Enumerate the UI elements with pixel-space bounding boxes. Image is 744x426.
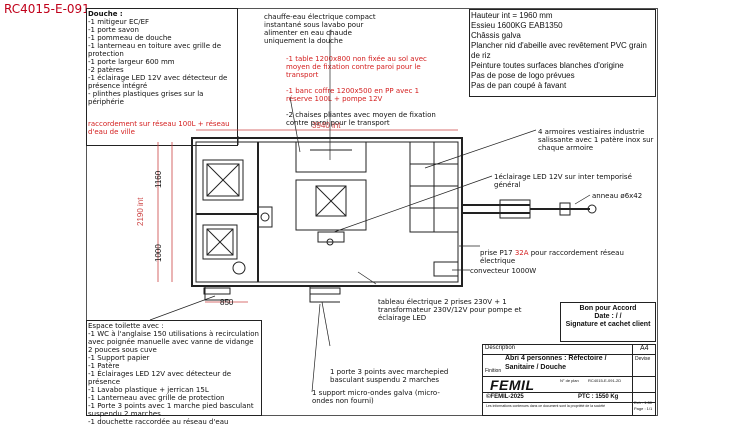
ref-plan-label: N° de plan	[560, 378, 579, 383]
lavabo	[257, 206, 273, 228]
bon-pour-accord-box	[560, 302, 656, 342]
eclairage-note: 1éclairage LED 12V sur inter temporisé g…	[494, 173, 632, 189]
echelle-label: Ech : 1:50	[634, 400, 653, 405]
plan-title: Abri 4 personnes : Réfectoire / Sanitair…	[505, 355, 607, 371]
spec-line: Essieu 1600KG EAB1350	[471, 21, 563, 30]
dimension-1000: 1000	[154, 244, 163, 262]
copyright-label: ©FEMIL-2025	[486, 394, 524, 400]
shower-tray	[202, 159, 244, 201]
prise-text-end: pour raccordement réseau électrique	[480, 249, 624, 265]
toilette-equipment-list: -1 WC à l'anglaise 150 utilisations à re…	[88, 330, 259, 426]
douche-equipment-list: -1 mitigeur EC/EF -1 porte savon -1 pomm…	[88, 18, 228, 106]
femil-logo: FEMIL	[490, 377, 535, 393]
banc-coffre-line: -1 banc coffre 1200x500 en PP avec 1 rés…	[286, 87, 420, 103]
confidentiality-footer: Les informations contenues dans ce docum…	[486, 404, 606, 408]
support-micro-ondes-note: 1 support micro-ondes galva (micro-ondes…	[312, 389, 440, 405]
dimension-1160: 1160	[154, 170, 163, 188]
specifications-box	[469, 9, 656, 97]
format-label: A4	[640, 345, 649, 352]
douche-raccordement-note: raccordement sur réseau 100L + réseau d'…	[88, 120, 230, 136]
description-label: Description	[485, 345, 516, 351]
date-label: Date : / /	[594, 313, 622, 320]
table-line: -1 table 1200x800 non fixée au sol avec …	[286, 55, 427, 79]
douche-title: Douche :	[88, 10, 123, 18]
drawing-sheet-frame	[86, 8, 658, 416]
inner-wall	[195, 141, 459, 283]
spec-line: Hauteur int = 1960 mm	[471, 11, 553, 20]
chaises-line: -2 chaises pliantes avec moyen de fixati…	[286, 111, 436, 127]
douche-notes-box	[86, 8, 238, 146]
refectory-table	[295, 179, 367, 231]
spec-line: Plancher nid d'abeille avec revêtement P…	[471, 41, 647, 60]
table-note: -1 table 1200x800 non fixée au sol avec …	[286, 47, 436, 127]
convecteur	[433, 261, 459, 277]
table-top	[295, 141, 367, 173]
page-label: Page : 1/1	[634, 406, 653, 411]
jerrican	[232, 261, 246, 275]
tableau-electrique-note: tableau électrique 2 prises 230V + 1 tra…	[378, 298, 522, 322]
anneau-note: anneau ø6x42	[592, 192, 643, 200]
toilette-notes-box	[86, 320, 262, 416]
title-block-lines	[482, 344, 656, 416]
banc-coffre	[317, 231, 345, 243]
ptc-label: PTC : 1550 Kg	[578, 394, 619, 400]
prise-amperage: 32A	[514, 249, 529, 257]
spec-line: Châssis galva	[471, 31, 521, 40]
dimension-850: 850	[220, 298, 234, 307]
convecteur-note: convecteur 1000W	[470, 267, 537, 275]
signature-label: Signature et cachet client	[565, 321, 651, 328]
plan-reference-code: RC4015-E-091	[4, 2, 90, 16]
chauffe-eau-note: chauffe-eau électrique compact instantan…	[264, 13, 376, 45]
spec-line: Pas de pan coupé à favant	[471, 81, 567, 90]
central-chair	[315, 185, 347, 217]
bon-pour-accord-label: Bon pour Accord	[579, 305, 637, 312]
title-block	[482, 344, 656, 416]
porte-marchepied-note: 1 porte 3 points avec marchepied bascula…	[330, 368, 449, 384]
toilette-title: Espace toilette avec :	[88, 322, 164, 330]
ref-plan-value: RC4015-E-091-2D	[588, 378, 622, 383]
anneau-attelage	[587, 204, 597, 214]
height-dimension: 2190 int	[136, 197, 145, 226]
spec-line: Peinture toutes surfaces blanches d'orig…	[471, 61, 624, 70]
length-dimension: 3940 int	[312, 121, 341, 130]
wc-unit	[202, 224, 238, 260]
finition-label: Finition	[485, 368, 502, 374]
spec-line: Pas de pose de logo prévues	[471, 71, 575, 80]
prise-note: prise P17 32A pour raccordement réseau é…	[480, 241, 660, 265]
devise-label: Devise	[635, 356, 651, 362]
prise-text: prise P17	[480, 249, 515, 257]
armoires-note: 4 armoires vestiaires industrie salissan…	[538, 128, 654, 152]
